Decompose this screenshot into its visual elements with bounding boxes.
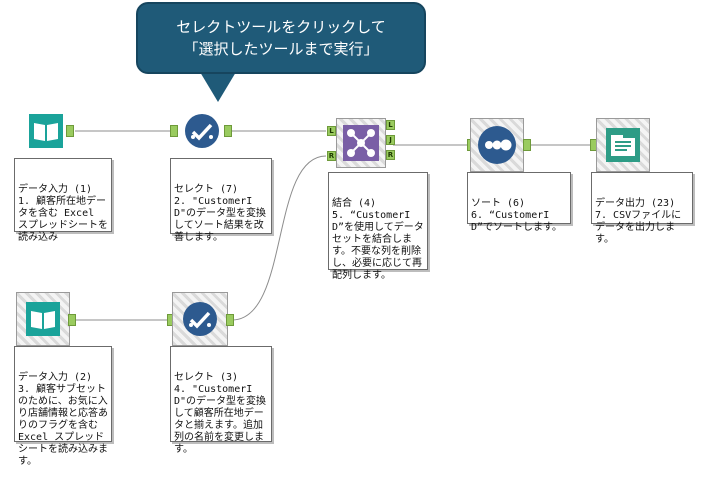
select-3-annotation: セレクト (3)4. "CustomerID"のデータ型を変換して顧客所在地デー… — [170, 346, 272, 455]
select-7-title: セレクト (7) — [174, 184, 239, 195]
output-23-title: データ出力 (23) — [595, 198, 676, 209]
sort-dots-icon — [478, 126, 516, 164]
join-4-annotation: 結合 (4)5. “CustomerID”を使用してデータセットを結合します。不… — [328, 172, 428, 281]
callout-line-1: セレクトツールをクリックして — [176, 18, 386, 36]
input-1-annotation: データ入力 (1)1. 顧客所在地データを含む Excel スプレッドシートを読… — [14, 158, 112, 243]
join-left-input-anchor[interactable]: L — [327, 126, 336, 136]
checkmark-circle-icon — [183, 302, 217, 336]
sort-6-title: ソート (6) — [471, 198, 526, 209]
join-join-output-anchor[interactable]: J — [386, 135, 395, 145]
join-4-desc: 5. “CustomerID”を使用してデータセットを結合します。不要な列を削除… — [332, 210, 424, 281]
join-right-output-anchor[interactable]: R — [386, 150, 395, 160]
select-3-desc: 4. "CustomerID"のデータ型を変換して顧客所在地データと揃えます。追… — [174, 384, 267, 455]
callout-tail — [200, 72, 236, 102]
book-icon — [29, 114, 63, 148]
input-1-desc: 1. 顧客所在地データを含む Excel スプレッドシートを読み込み — [18, 196, 108, 243]
input-2-desc: 3. 顧客サブセットのために、お気に入り店舗情報と応答ありのフラグを含む Exc… — [18, 384, 108, 467]
join-right-input-anchor[interactable]: R — [327, 151, 336, 161]
input-tool-1[interactable] — [18, 104, 74, 158]
join-left-output-anchor[interactable]: L — [386, 120, 395, 130]
select-7-desc: 2. "CustomerID"のデータ型を変換してソート結果を改善します。 — [174, 196, 267, 243]
input-2-output-anchor[interactable] — [68, 314, 76, 326]
output-tool-23[interactable] — [596, 118, 650, 172]
output-doc-icon — [606, 128, 640, 162]
book-icon — [26, 302, 60, 336]
select-tool-3[interactable] — [172, 292, 228, 346]
input-1-output-anchor[interactable] — [66, 125, 74, 137]
sort-6-desc: 6. “CustomerID”でソートします。 — [471, 210, 563, 233]
sort-6-annotation: ソート (6)6. “CustomerID”でソートします。 — [467, 172, 571, 233]
join-4-title: 結合 (4) — [332, 198, 377, 209]
input-2-title: データ入力 (2) — [18, 372, 93, 383]
sort-tool-6[interactable] — [470, 118, 524, 172]
connection-lines — [75, 130, 594, 321]
callout-line-2: 「選択したツールまで実行」 — [183, 40, 379, 58]
workflow-canvas[interactable]: データ入力 (1)1. 顧客所在地データを含む Excel スプレッドシートを読… — [0, 0, 708, 467]
select-7-input-anchor[interactable] — [170, 125, 178, 137]
select-7-output-anchor[interactable] — [224, 125, 232, 137]
select-3-title: セレクト (3) — [174, 372, 239, 383]
join-tool-4[interactable] — [336, 118, 386, 168]
select-tool-7[interactable] — [178, 106, 226, 156]
join-icon — [343, 125, 379, 161]
output-23-desc: 7. CSVファイルにデータを出力します。 — [595, 210, 682, 245]
input-tool-2[interactable] — [16, 292, 70, 346]
input-2-annotation: データ入力 (2)3. 顧客サブセットのために、お気に入り店舗情報と応答ありのフ… — [14, 346, 112, 467]
checkmark-circle-icon — [185, 114, 219, 148]
select-3-output-anchor[interactable] — [226, 314, 234, 326]
select-7-annotation: セレクト (7)2. "CustomerID"のデータ型を変換してソート結果を改… — [170, 158, 272, 243]
sort-6-output-anchor[interactable] — [523, 139, 531, 151]
run-to-here-callout: セレクトツールをクリックして 「選択したツールまで実行」 — [136, 2, 426, 74]
input-1-title: データ入力 (1) — [18, 184, 93, 195]
output-23-annotation: データ出力 (23)7. CSVファイルにデータを出力します。 — [591, 172, 693, 245]
